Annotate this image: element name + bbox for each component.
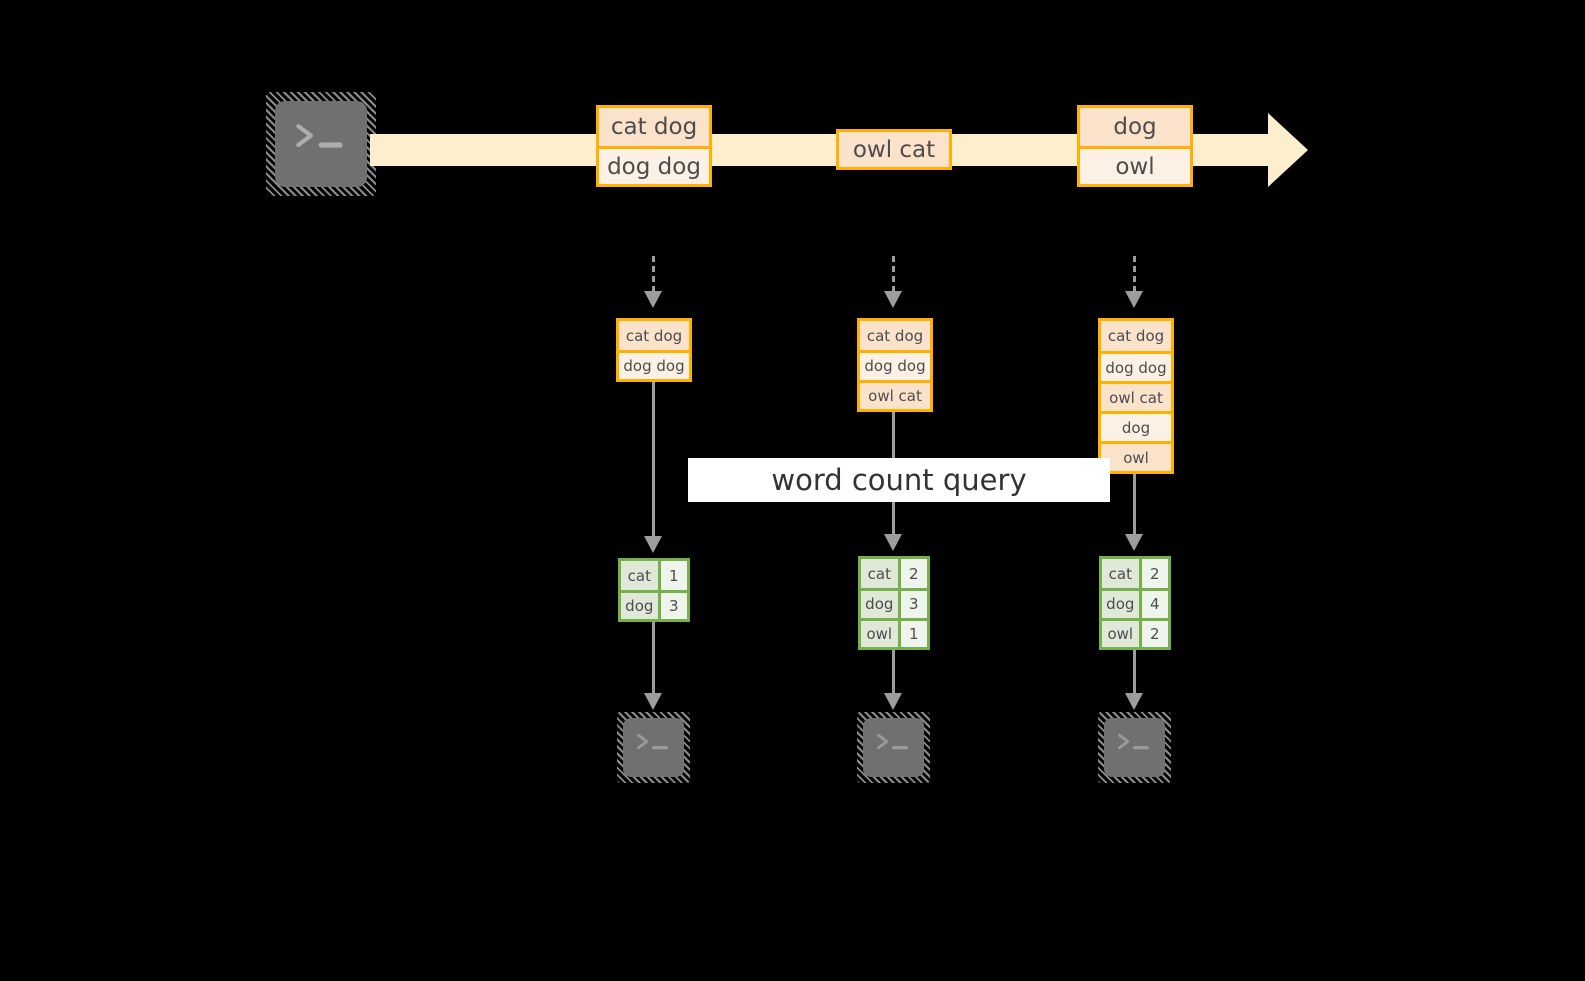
query-banner: word count query bbox=[688, 458, 1110, 502]
stream-record: cat dog dog dog bbox=[596, 105, 712, 187]
terminal-body bbox=[863, 718, 924, 777]
table-cell-value: 2 bbox=[1141, 620, 1168, 647]
input-record-line: dog dog bbox=[860, 350, 930, 380]
table-cell-key: owl bbox=[861, 620, 901, 647]
table-row: cat 2 bbox=[1102, 559, 1168, 589]
stream-record-line: dog bbox=[1080, 108, 1190, 146]
result-table: cat 1 dog 3 bbox=[618, 558, 690, 622]
result-to-sink-connector bbox=[892, 650, 895, 694]
result-to-sink-arrowhead bbox=[884, 693, 902, 710]
table-cell-key: cat bbox=[1102, 559, 1142, 589]
input-record-line: cat dog bbox=[619, 321, 689, 350]
result-table: cat 2 dog 4 owl 2 bbox=[1099, 556, 1171, 650]
table-cell-value: 3 bbox=[900, 591, 927, 618]
stream-to-input-arrowhead bbox=[644, 291, 662, 308]
stream-record: dog owl bbox=[1077, 105, 1193, 187]
terminal-prompt-glyph bbox=[295, 123, 343, 148]
result-to-sink-connector bbox=[1133, 650, 1136, 694]
source-terminal-icon bbox=[266, 92, 376, 196]
table-row: dog 3 bbox=[621, 590, 687, 619]
terminal-prompt-glyph bbox=[876, 733, 908, 750]
input-record-line: dog bbox=[1101, 411, 1171, 441]
table-cell-value: 1 bbox=[900, 620, 927, 647]
table-cell-value: 4 bbox=[1141, 591, 1168, 618]
input-record-line: dog dog bbox=[619, 350, 689, 379]
result-table: cat 2 dog 3 owl 1 bbox=[858, 556, 930, 650]
terminal-body bbox=[275, 101, 367, 187]
terminal-body bbox=[623, 718, 684, 777]
stream-record-line: owl bbox=[1080, 146, 1190, 184]
table-cell-value: 2 bbox=[1141, 559, 1168, 589]
result-to-sink-arrowhead bbox=[1125, 693, 1143, 710]
terminal-prompt-glyph bbox=[1117, 733, 1149, 750]
table-cell-key: dog bbox=[621, 593, 661, 619]
stream-to-input-connector bbox=[652, 256, 655, 292]
terminal-prompt-glyph bbox=[636, 733, 668, 750]
input-to-result-arrowhead bbox=[884, 534, 902, 551]
table-row: cat 2 bbox=[861, 559, 927, 589]
input-to-result-connector bbox=[652, 382, 655, 537]
stream-to-input-connector bbox=[1133, 256, 1136, 292]
input-record-line: dog dog bbox=[1101, 351, 1171, 381]
column-input-records: cat dog dog dog owl cat dog owl bbox=[1098, 318, 1174, 474]
stream-record-line: owl cat bbox=[839, 132, 949, 167]
terminal-body bbox=[1104, 718, 1165, 777]
table-row: cat 1 bbox=[621, 561, 687, 590]
table-row: dog 3 bbox=[861, 588, 927, 618]
table-row: owl 2 bbox=[1102, 617, 1168, 647]
stream-to-input-arrowhead bbox=[1125, 291, 1143, 308]
sink-terminal-icon bbox=[1098, 712, 1171, 783]
table-cell-value: 3 bbox=[660, 593, 687, 619]
stream-arrow-head bbox=[1268, 113, 1308, 187]
input-record-line: owl bbox=[1101, 441, 1171, 471]
stream-to-input-connector bbox=[892, 256, 895, 292]
column-input-records: cat dog dog dog owl cat bbox=[857, 318, 933, 412]
input-record-line: cat dog bbox=[860, 321, 930, 351]
input-to-result-arrowhead bbox=[644, 536, 662, 553]
table-row: owl 1 bbox=[861, 617, 927, 647]
input-record-line: owl cat bbox=[1101, 381, 1171, 411]
input-to-result-connector bbox=[1133, 474, 1136, 535]
table-cell-key: cat bbox=[621, 561, 661, 590]
table-cell-value: 1 bbox=[660, 561, 687, 590]
sink-terminal-icon bbox=[857, 712, 930, 783]
input-record-line: owl cat bbox=[860, 379, 930, 409]
table-cell-key: dog bbox=[1102, 591, 1142, 618]
input-record-line: cat dog bbox=[1101, 321, 1171, 351]
column-input-records: cat dog dog dog bbox=[616, 318, 692, 382]
stream-record: owl cat bbox=[836, 129, 952, 170]
sink-terminal-icon bbox=[617, 712, 690, 783]
stream-record-line: dog dog bbox=[599, 146, 709, 184]
table-cell-value: 2 bbox=[900, 559, 927, 589]
stream-record-line: cat dog bbox=[599, 108, 709, 146]
table-cell-key: cat bbox=[861, 559, 901, 589]
result-to-sink-connector bbox=[652, 622, 655, 694]
result-to-sink-arrowhead bbox=[644, 693, 662, 710]
stream-to-input-arrowhead bbox=[884, 291, 902, 308]
table-cell-key: owl bbox=[1102, 620, 1142, 647]
table-cell-key: dog bbox=[861, 591, 901, 618]
input-to-result-arrowhead bbox=[1125, 534, 1143, 551]
table-row: dog 4 bbox=[1102, 588, 1168, 618]
